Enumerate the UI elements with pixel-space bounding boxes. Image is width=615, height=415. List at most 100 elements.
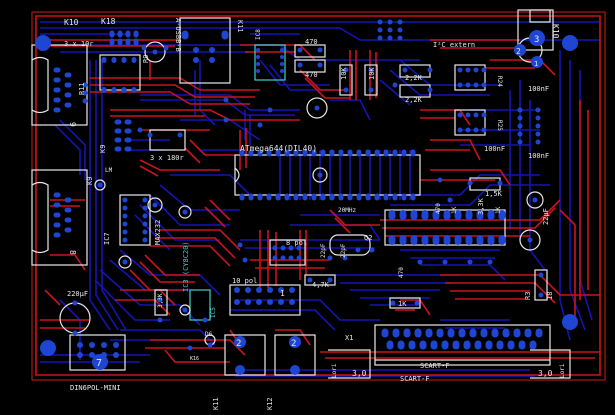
scart-pad bbox=[524, 328, 532, 338]
mcu-pin bbox=[275, 149, 281, 157]
res-array-pad bbox=[465, 210, 473, 220]
relay-pin bbox=[465, 112, 471, 118]
relay-pin bbox=[481, 127, 487, 133]
10pol-pin bbox=[278, 299, 284, 305]
r-pack-pin bbox=[517, 123, 523, 129]
label-scart-top: SCART-F bbox=[420, 362, 450, 370]
via bbox=[467, 180, 473, 186]
label-r470-b: 470 bbox=[305, 71, 318, 79]
scart-pad bbox=[447, 328, 455, 338]
scart-pad bbox=[436, 328, 444, 338]
r470-a-outline bbox=[294, 44, 326, 58]
mcu-pin bbox=[275, 193, 281, 201]
label-8pol: 8 pol bbox=[286, 239, 307, 247]
r-pack-pin bbox=[535, 131, 541, 137]
usb-shield bbox=[181, 30, 189, 40]
label-x1: X1 bbox=[345, 334, 353, 342]
relay-pin bbox=[465, 67, 471, 73]
res-array-pad bbox=[498, 210, 506, 220]
scart-pad bbox=[408, 340, 416, 350]
r10-pad bbox=[131, 87, 137, 93]
r10k-a-outline bbox=[339, 64, 353, 96]
scart-pad bbox=[535, 328, 543, 338]
label-num-1: 1 bbox=[280, 289, 285, 298]
via bbox=[237, 242, 243, 248]
label-num-2-top: 2 bbox=[516, 47, 521, 56]
label-r9: R9 bbox=[142, 55, 150, 63]
ic8-pin bbox=[280, 55, 284, 59]
via bbox=[147, 132, 153, 138]
label-100nf-a: 100nF bbox=[528, 85, 549, 93]
k9-pin bbox=[64, 197, 72, 203]
mcu-pin bbox=[293, 149, 299, 157]
res-array-pad bbox=[432, 210, 440, 220]
via bbox=[327, 277, 333, 283]
label-100nf-b: 100nF bbox=[484, 145, 505, 153]
label-r10k-b: 10K bbox=[368, 67, 376, 80]
cyan-ic-outline bbox=[189, 289, 211, 321]
din-pin bbox=[89, 352, 95, 358]
ic8-pin bbox=[280, 48, 284, 52]
usb-shield bbox=[221, 30, 229, 40]
via bbox=[497, 180, 503, 186]
i2c-pin bbox=[377, 27, 383, 33]
r-180-outline bbox=[149, 129, 186, 151]
via bbox=[182, 307, 188, 313]
via bbox=[157, 297, 163, 303]
label-r25: R25 bbox=[496, 120, 503, 131]
via bbox=[72, 300, 78, 306]
res-array-pad bbox=[498, 235, 506, 245]
label-r3: R3 bbox=[524, 292, 532, 300]
ic8-pin bbox=[280, 69, 284, 73]
r11-pad bbox=[82, 90, 88, 96]
10pol-pin bbox=[256, 299, 262, 305]
label-num-2b: 2 bbox=[291, 339, 296, 349]
mcu-pin bbox=[356, 149, 362, 157]
via bbox=[369, 247, 375, 253]
k18-pin bbox=[125, 30, 131, 38]
via bbox=[402, 67, 408, 73]
din-pin bbox=[89, 342, 95, 348]
res-array-pad bbox=[410, 210, 418, 220]
label-k16: K16 bbox=[190, 356, 199, 362]
din-pin bbox=[77, 352, 83, 358]
via bbox=[122, 259, 128, 265]
mcu-pin bbox=[302, 193, 308, 201]
din-pin bbox=[113, 342, 119, 348]
8pol-outline bbox=[269, 239, 306, 266]
r10-array-outline bbox=[99, 54, 141, 91]
scart-pad bbox=[513, 328, 521, 338]
10pol-outline bbox=[229, 284, 301, 316]
via bbox=[487, 259, 493, 265]
res-array-pad bbox=[476, 210, 484, 220]
r1k-outline bbox=[389, 297, 421, 309]
r10-pad bbox=[131, 57, 137, 63]
scart-pad bbox=[458, 328, 466, 338]
scart-pad bbox=[469, 328, 477, 338]
k11-outline bbox=[224, 334, 266, 376]
res-array-pad bbox=[410, 235, 418, 245]
mcu-outline bbox=[234, 154, 421, 196]
via bbox=[152, 49, 158, 55]
label-k18: K18 bbox=[101, 17, 116, 26]
via bbox=[163, 45, 169, 51]
k10-pin-3 bbox=[529, 30, 545, 46]
usb-pin bbox=[193, 47, 199, 53]
mcu-pin bbox=[338, 149, 344, 157]
via bbox=[342, 255, 348, 261]
via bbox=[538, 292, 544, 298]
mount-hole-bl bbox=[40, 340, 56, 356]
10pol-pin bbox=[289, 299, 295, 305]
scart-pad bbox=[496, 340, 504, 350]
via bbox=[317, 62, 323, 68]
r-pack-pin bbox=[517, 131, 523, 137]
relay-pin bbox=[481, 67, 487, 73]
label-lori-left: Lori bbox=[331, 363, 338, 378]
10pol-pin bbox=[256, 287, 262, 293]
mcu-pin bbox=[248, 149, 254, 157]
scart-pad bbox=[518, 340, 526, 350]
label-k10-top-right: K10 bbox=[551, 24, 560, 39]
ic7-pin bbox=[142, 213, 148, 219]
relay-pin bbox=[481, 112, 487, 118]
via bbox=[267, 107, 273, 113]
